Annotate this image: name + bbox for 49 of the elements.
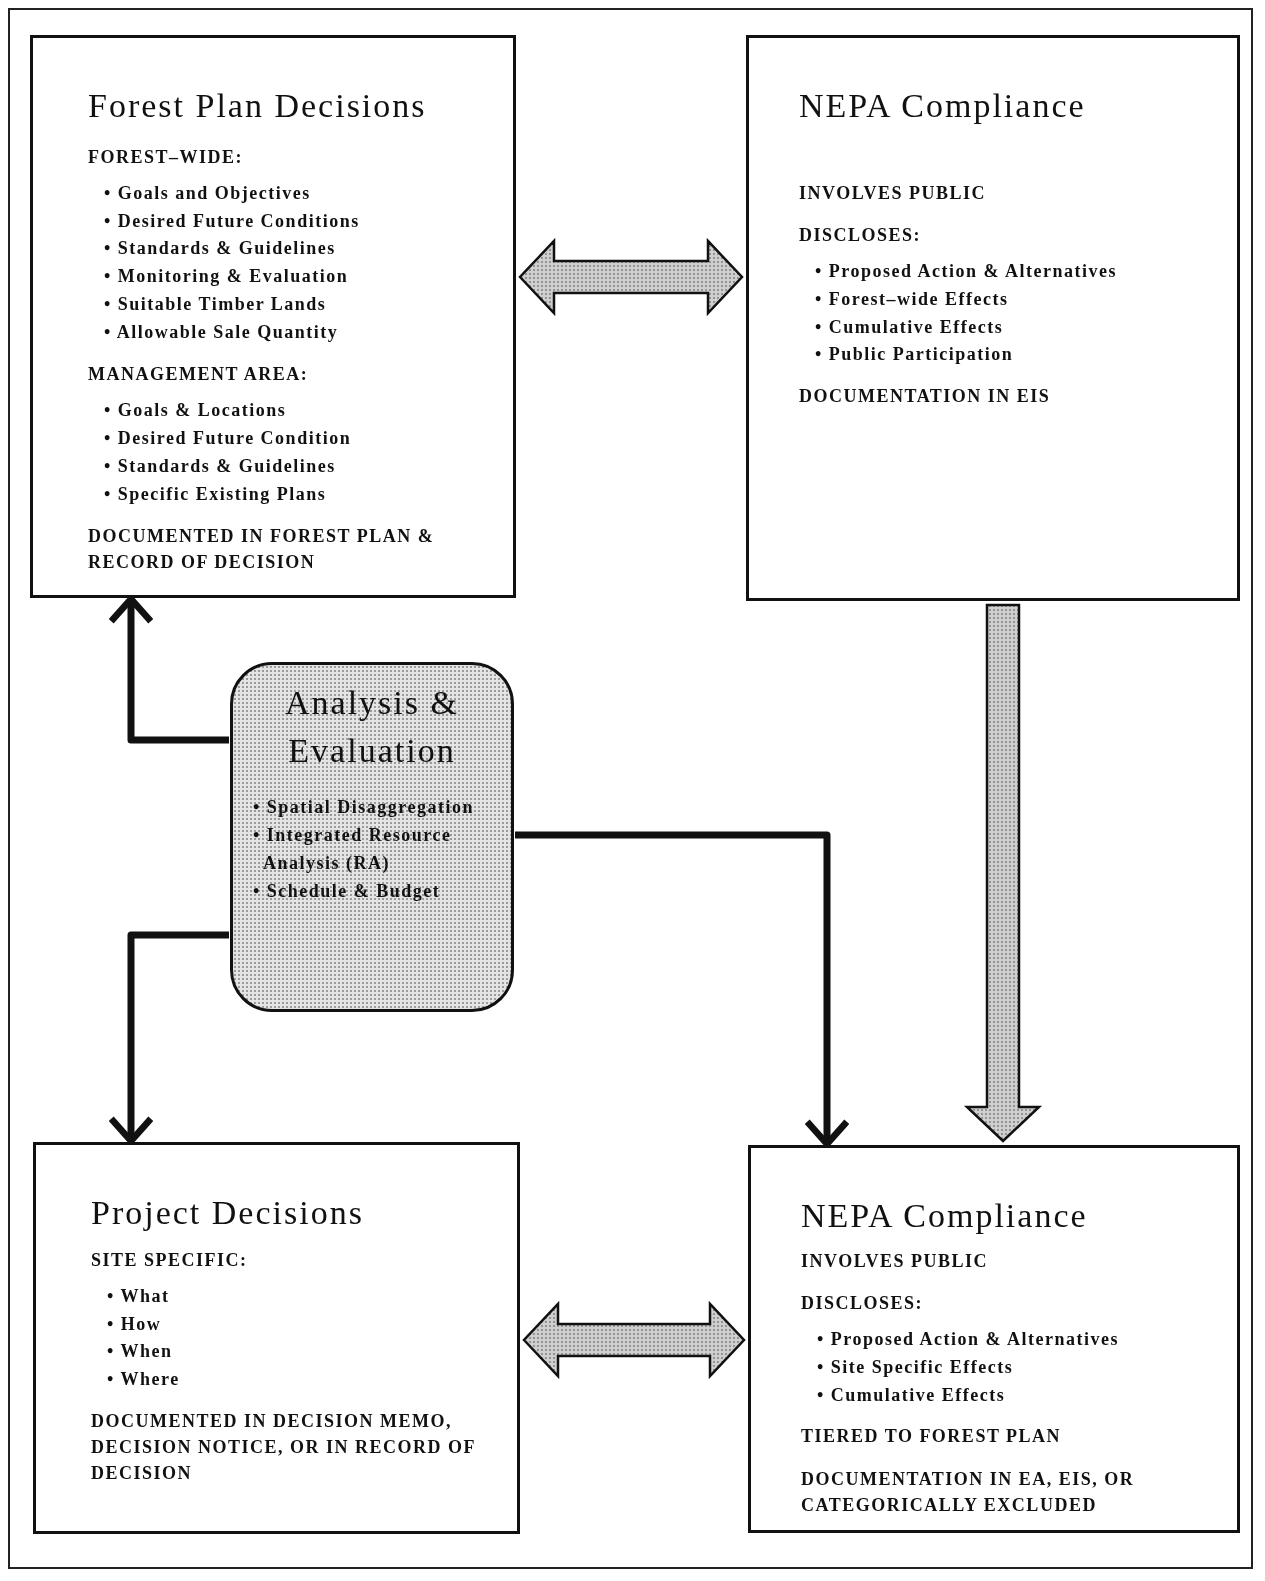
box-title: Project Decisions (91, 1193, 365, 1233)
section-heading: FOREST–WIDE: (88, 145, 245, 169)
bullet-item: • Schedule & Budget (253, 879, 442, 903)
block-arrow (963, 603, 1043, 1143)
section-heading: DOCUMENTED IN FOREST PLAN & RECORD OF DECISION (88, 524, 436, 574)
process-box (748, 1145, 1240, 1533)
bullet-item: • Public Participation (815, 343, 1015, 367)
bullet-item: • Allowable Sale Quantity (104, 321, 340, 345)
bullet-item: • Specific Existing Plans (104, 482, 328, 506)
section-heading: DOCUMENTATION IN EA, EIS, OR CATEGORICALLY EXCLUDED (801, 1467, 1136, 1517)
box-title: Forest Plan Decisions (88, 86, 428, 126)
bullet-item: • How (107, 1312, 163, 1336)
bullet-item: • When (107, 1340, 174, 1364)
bullet-item: • Standards & Guidelines (104, 237, 337, 261)
section-heading: INVOLVES PUBLIC (801, 1249, 990, 1273)
bullet-item: • Goals and Objectives (104, 181, 312, 205)
block-arrow (522, 1300, 746, 1380)
section-heading: DISCLOSES: (801, 1291, 925, 1315)
section-heading: INVOLVES PUBLIC (799, 181, 988, 205)
section-heading: DOCUMENTATION IN EIS (799, 385, 1052, 409)
bullet-item: • Suitable Timber Lands (104, 293, 328, 317)
bullet-item: • Forest–wide Effects (815, 287, 1010, 311)
section-heading: TIERED TO FOREST PLAN (801, 1425, 1063, 1449)
bullet-item: • Spatial Disaggregation (253, 796, 475, 820)
section-heading: SITE SPECIFIC: (91, 1248, 249, 1272)
bullet-item: • Proposed Action & Alternatives (817, 1327, 1120, 1351)
bullet-item: • Standards & Guidelines (104, 454, 337, 478)
block-arrow (518, 237, 744, 317)
box-title: NEPA Compliance (801, 1196, 1089, 1236)
bullet-item: • Where (107, 1368, 181, 1392)
bullet-item: • Monitoring & Evaluation (104, 265, 350, 289)
box-title: Analysis & Evaluation (284, 683, 460, 771)
bullet-item: • Site Specific Effects (817, 1355, 1015, 1379)
section-heading: DISCLOSES: (799, 223, 923, 247)
section-heading: DOCUMENTED IN DECISION MEMO, DECISION NOTICE, OR IN RECORD OF DECISION (91, 1410, 477, 1486)
section-heading: MANAGEMENT AREA: (88, 363, 310, 387)
process-box (33, 1142, 520, 1534)
box-title: NEPA Compliance (799, 86, 1087, 126)
bullet-item: • Integrated Resource Analysis (RA) (253, 824, 453, 875)
process-box (30, 35, 516, 598)
rounded-process-box (230, 662, 514, 1012)
bullet-item: • Cumulative Effects (815, 315, 1005, 339)
process-box (746, 35, 1240, 601)
bullet-item: • Desired Future Condition (104, 427, 353, 450)
bullet-item: • Proposed Action & Alternatives (815, 259, 1118, 283)
bullet-item: • What (107, 1284, 171, 1308)
bullet-item: • Desired Future Conditions (104, 209, 361, 233)
bullet-item: • Cumulative Effects (817, 1383, 1007, 1407)
bullet-item: • Goals & Locations (104, 399, 288, 423)
